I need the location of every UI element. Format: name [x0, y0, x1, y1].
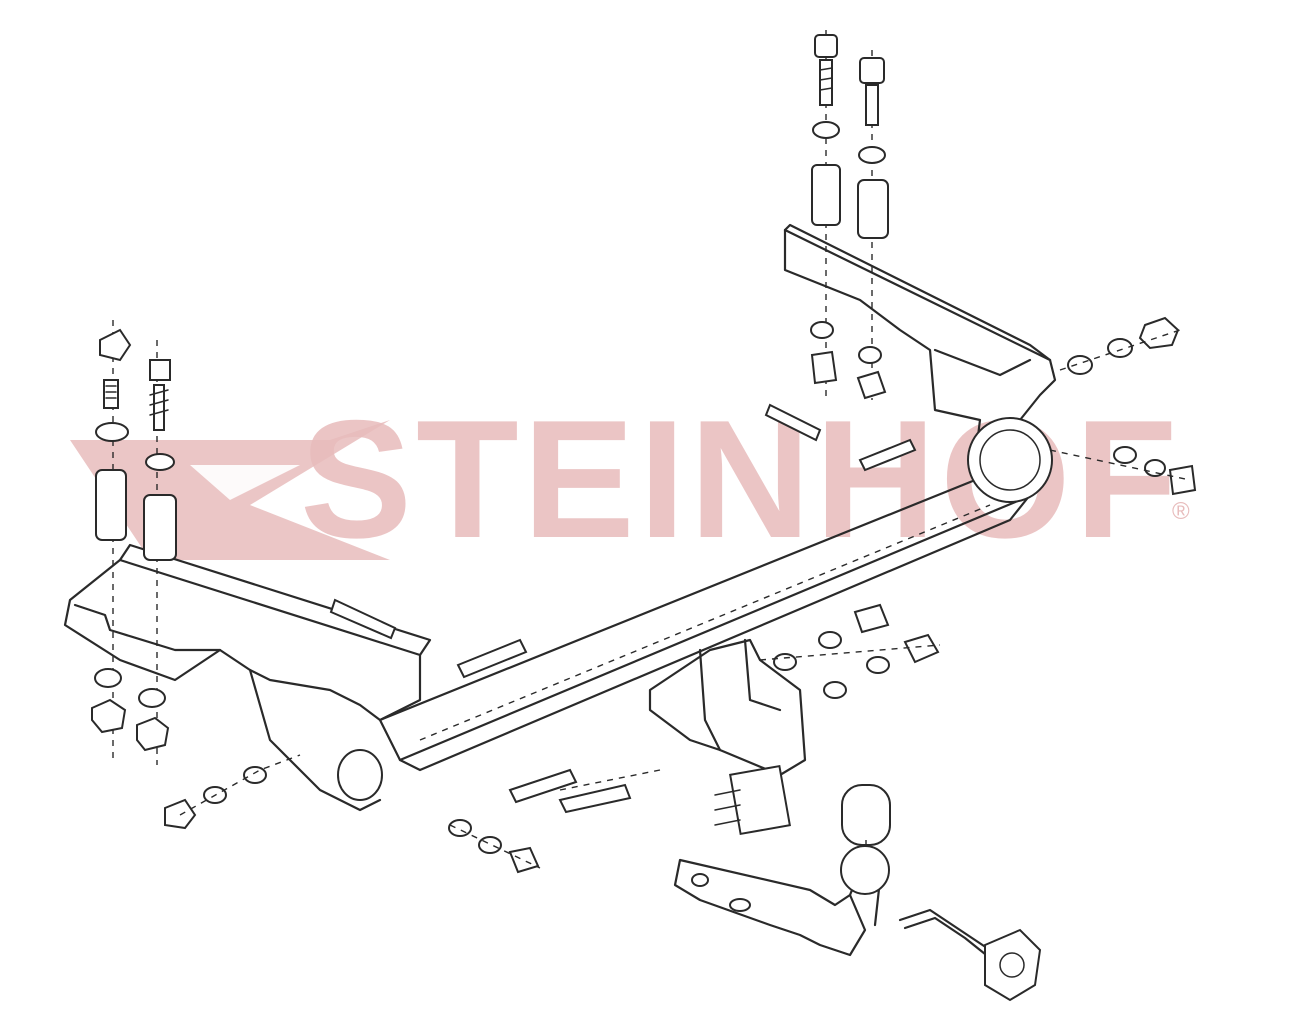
assembly-guides: [179, 329, 1191, 869]
side-fasteners: [164, 316, 1197, 874]
electric-socket: [898, 908, 1042, 1002]
registered-mark: ®: [1172, 498, 1190, 525]
left-bracket: [63, 543, 432, 812]
cross-beam: [378, 468, 1032, 772]
center-hitch-plate: [648, 638, 807, 836]
right-bracket: [783, 223, 1057, 503]
right-bolt-stack: [810, 30, 889, 400]
tow-ball-neck: [673, 784, 891, 957]
left-bolt-stack: [91, 320, 177, 765]
